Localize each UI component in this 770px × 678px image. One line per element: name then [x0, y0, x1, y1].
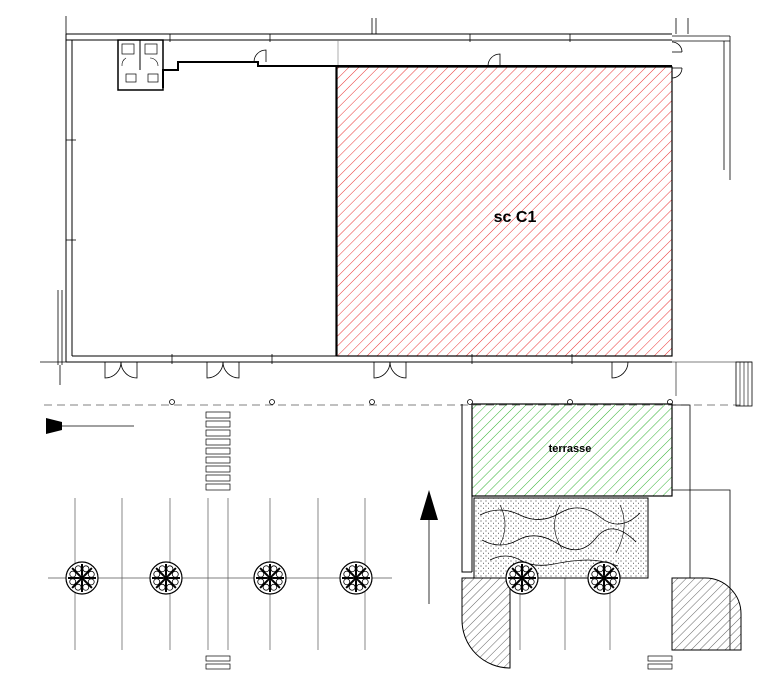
interior-walls [117, 39, 672, 356]
tree-symbol-icon [253, 561, 287, 595]
terrace-frame [461, 404, 649, 579]
tree-symbol-icon [149, 561, 183, 595]
tree-symbol-icon [505, 561, 539, 595]
tree-symbol-icon [587, 561, 621, 595]
unit-area [336, 66, 673, 357]
north-arrow-icon [420, 490, 438, 604]
tree-symbol-icon [339, 561, 373, 595]
planter-island-left [461, 577, 511, 669]
terrace-label: terrasse [549, 443, 592, 455]
terrace-area [471, 403, 673, 497]
trees [65, 561, 621, 595]
building-walls [40, 16, 731, 385]
unit-label: sc C1 [494, 209, 537, 226]
tree-symbol-icon [65, 561, 99, 595]
doors [104, 41, 683, 379]
planter-island-right [671, 577, 742, 651]
entrance-arrow-icon [46, 418, 134, 434]
